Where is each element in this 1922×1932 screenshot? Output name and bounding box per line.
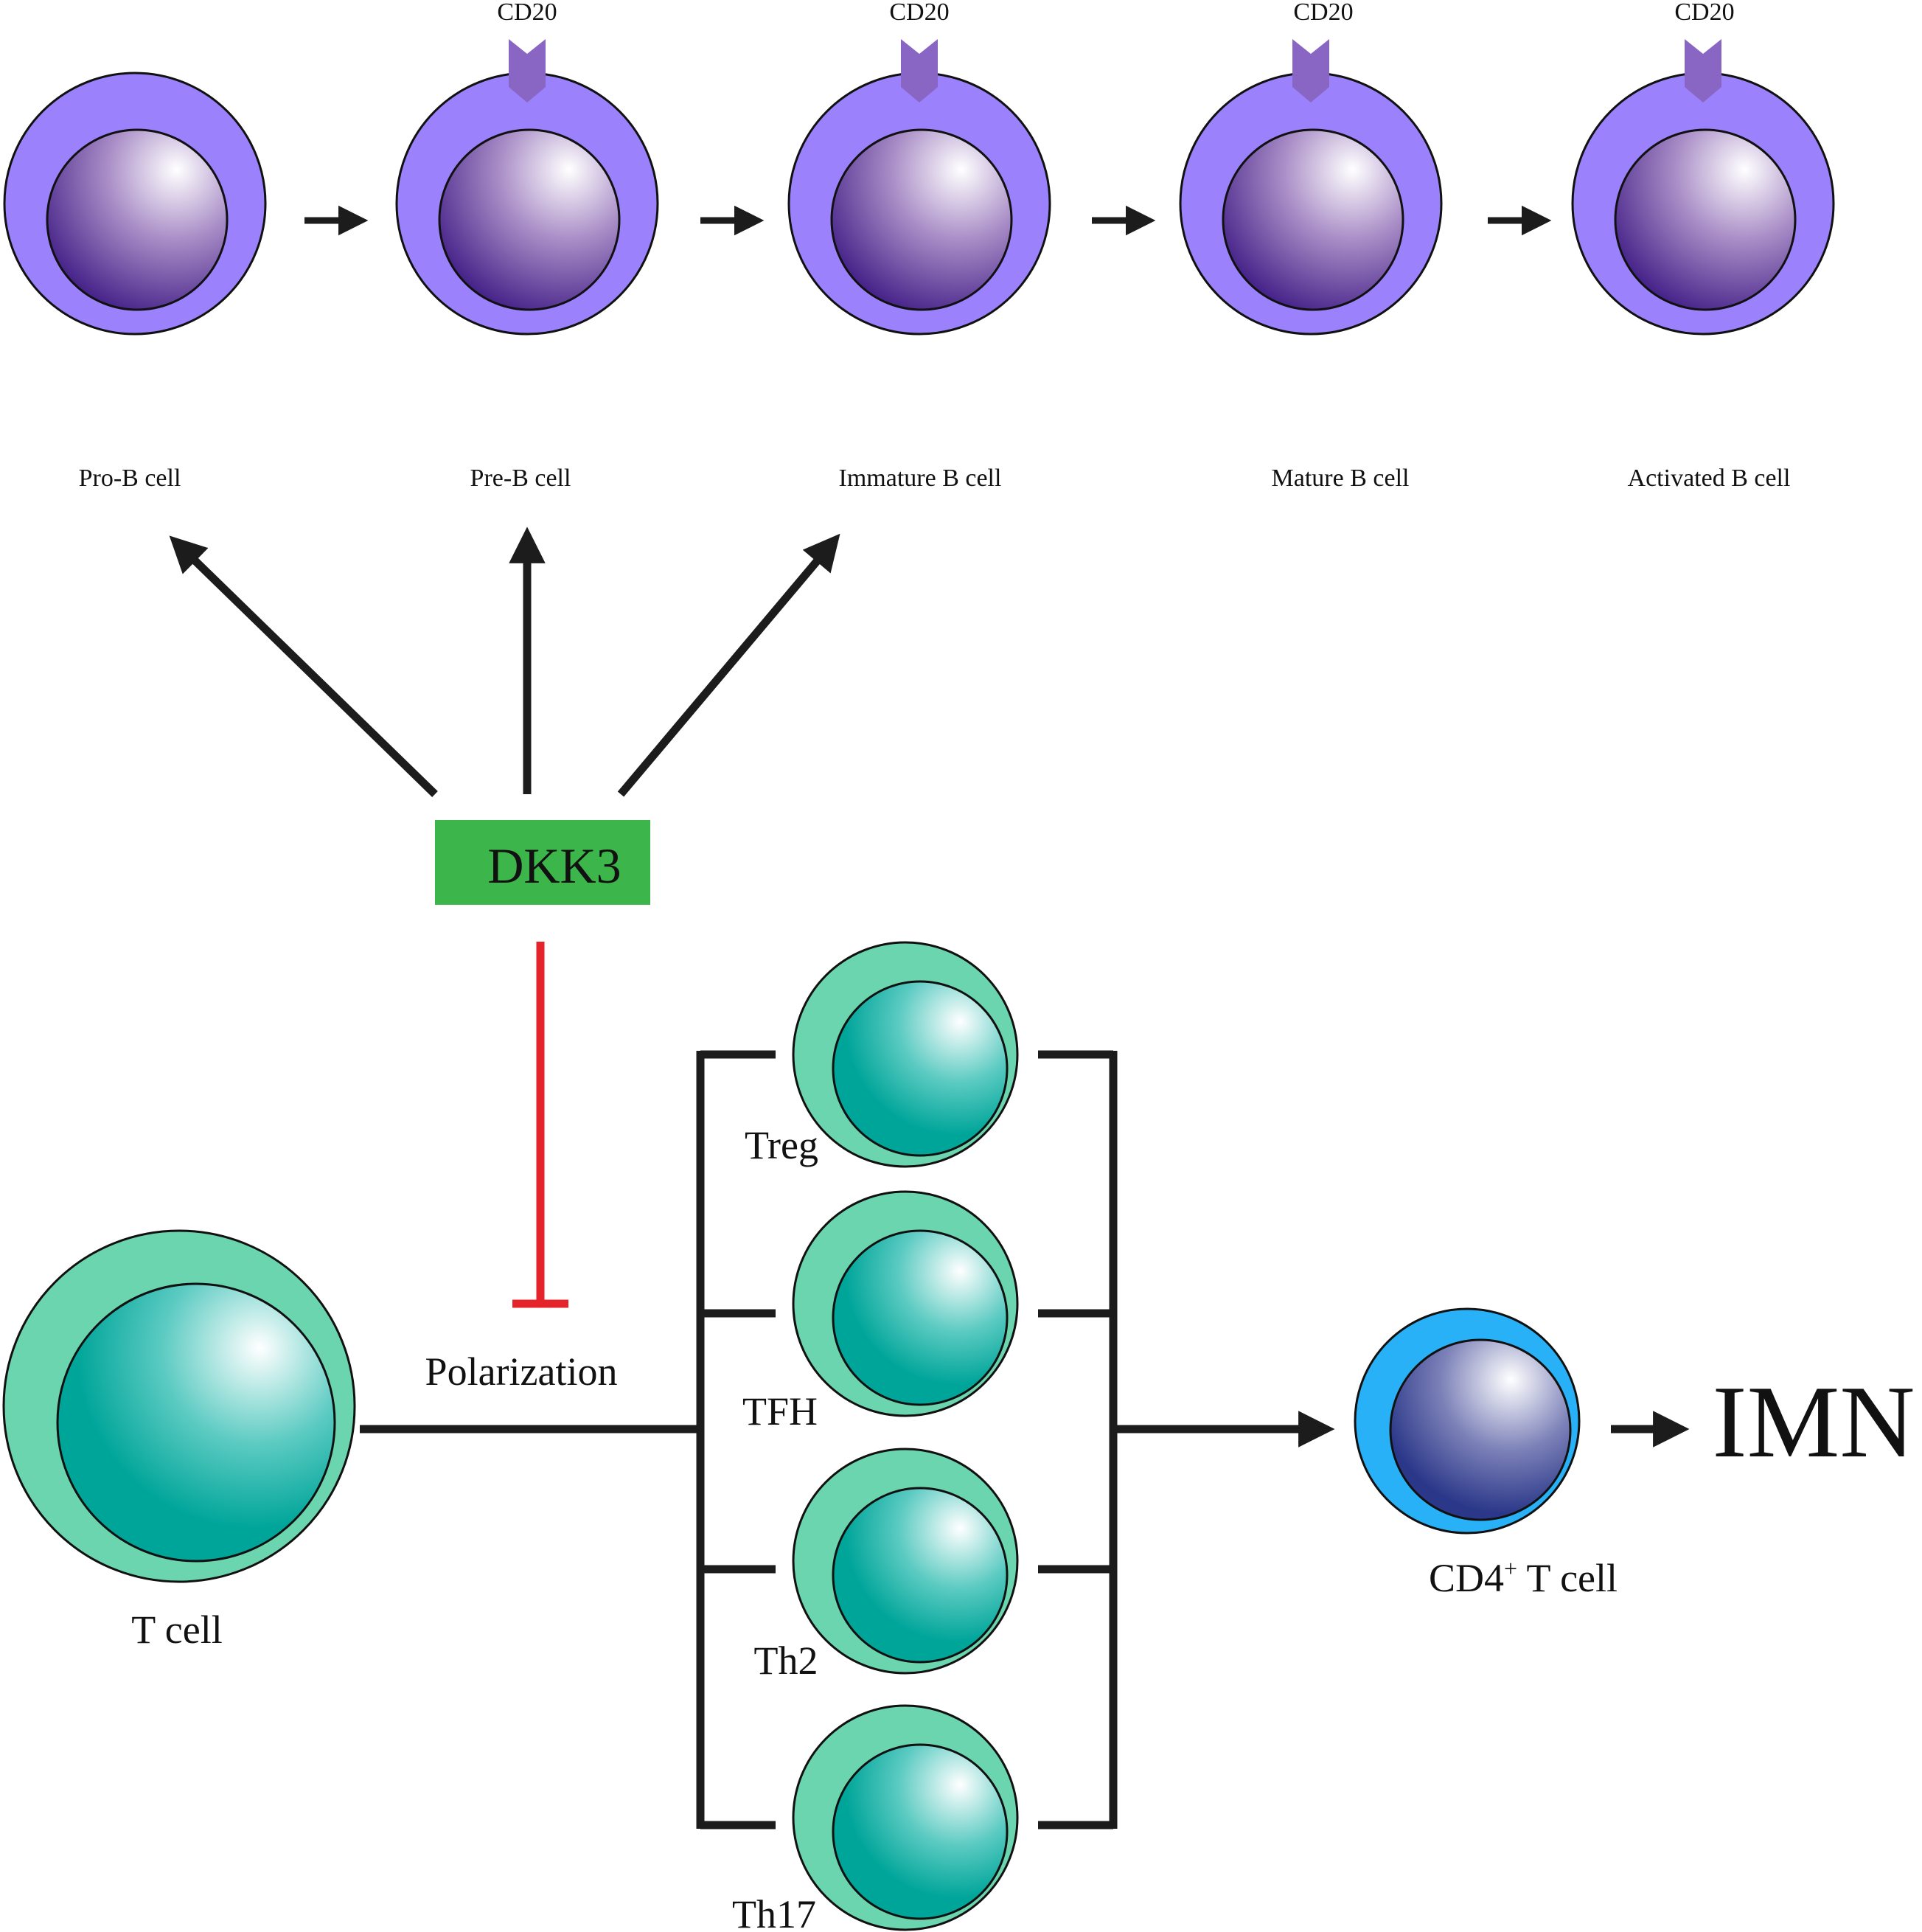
cd20-receptor-icon [901, 39, 938, 102]
cd20-label: CD20 [889, 0, 949, 26]
cd20-receptor-icon [1685, 39, 1721, 102]
b-stage-label: Immature B cell [839, 465, 1002, 492]
cd20-label: CD20 [1674, 0, 1734, 26]
t-subset-treg [792, 941, 1019, 1168]
cd4-label-sup: + [1504, 1555, 1517, 1582]
b-stage-label: Pro-B cell [79, 465, 181, 492]
b-cell-lineage: CD20 CD20 CD20 CD20 Pro-B cell Pre-B cel… [3, 0, 1835, 492]
dkk3-inhibition [512, 942, 568, 1308]
t-cell [2, 1229, 356, 1583]
t-subset-label: Treg [745, 1123, 818, 1167]
dkk3-box: DKK3 [435, 820, 650, 905]
cd4-label-rest: T cell [1517, 1556, 1618, 1600]
b-cell-pro [3, 72, 267, 336]
b-cell-activated [1571, 39, 1835, 336]
b-cell-immature [787, 39, 1051, 336]
polarization-bracket [360, 1050, 1335, 1830]
cd20-label: CD20 [1293, 0, 1353, 26]
cd20-receptor-icon [509, 39, 546, 102]
b-stage-label: Mature B cell [1272, 465, 1410, 492]
cd4-label-main: CD4 [1429, 1556, 1504, 1600]
t-cell-label: T cell [131, 1608, 222, 1652]
promote-arrow-pro-b [169, 535, 438, 797]
cd20-receptor-icon [1292, 39, 1329, 102]
t-subset-label: Th2 [754, 1639, 818, 1683]
cd4-t-cell-label: CD4+ T cell [1429, 1555, 1618, 1600]
t-subset-label: Th17 [732, 1892, 816, 1932]
dkk3-promote-arrows [169, 527, 840, 797]
promote-arrow-immature-b [617, 533, 840, 797]
polarization-label: Polarization [425, 1349, 618, 1394]
b-stage-label: Activated B cell [1628, 465, 1791, 492]
dkk3-label: DKK3 [487, 838, 621, 894]
t-subset-th2 [792, 1448, 1019, 1675]
b-cell-pre [395, 39, 659, 336]
t-subset-th17 [792, 1704, 1019, 1931]
t-subset-tfh [792, 1190, 1019, 1417]
cd20-label: CD20 [497, 0, 557, 26]
b-stage-label: Pre-B cell [470, 465, 571, 492]
cd4-t-cell [1354, 1307, 1581, 1535]
b-cell-mature [1179, 39, 1443, 336]
t-subset-label: TFH [742, 1389, 818, 1434]
imn-label: IMN [1713, 1365, 1915, 1479]
